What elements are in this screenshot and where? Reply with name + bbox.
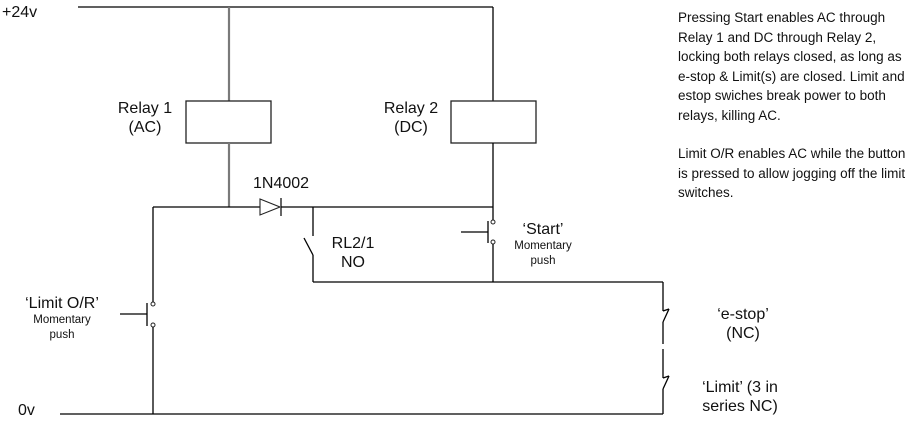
estop-type: (NC): [726, 325, 760, 342]
relay2-type: (DC): [394, 119, 428, 136]
limit-or-contact-bottom: [150, 322, 156, 328]
start-type: Momentary: [514, 240, 572, 252]
limit-or-type: Momentary: [33, 314, 91, 326]
relay2-name: Relay 2: [383, 100, 439, 117]
diode-label: 1N4002: [253, 175, 310, 192]
limit-type: series NC): [702, 398, 778, 415]
description-notes: Pressing Start enables AC through Relay …: [678, 8, 910, 222]
relay1-label: Relay 1 (AC): [108, 99, 182, 137]
estop-name: ‘e-stop’: [717, 306, 769, 323]
estop-label: ‘e-stop’ (NC): [703, 305, 783, 343]
relay1-name: Relay 1: [117, 100, 173, 117]
limit-nc-contact: [662, 375, 670, 390]
relay1-type: (AC): [128, 119, 162, 136]
rl2-contact-name: RL2/1: [331, 235, 375, 252]
limit-label: ‘Limit’ (3 in series NC): [690, 378, 790, 416]
description-note-2: Limit O/R enables AC while the button is…: [678, 146, 906, 200]
start-contact-bottom: [490, 239, 496, 245]
start-name: ‘Start’: [522, 221, 564, 238]
description-note-1: Pressing Start enables AC through Relay …: [678, 10, 905, 123]
limit-or-label: ‘Limit O/R’ Momentary push: [18, 294, 106, 343]
negative-rail-label: 0v: [18, 402, 35, 419]
rl2-contact-label: RL2/1 NO: [322, 234, 384, 272]
start-type2: push: [530, 255, 556, 267]
limit-or-type2: push: [49, 329, 75, 341]
rl2-contact-type: NO: [341, 254, 365, 271]
limit-or-name: ‘Limit O/R’: [25, 295, 99, 312]
limit-name: ‘Limit’ (3 in: [702, 379, 778, 396]
start-contact-top: [490, 219, 496, 225]
diode-symbol: [259, 198, 282, 216]
rl2-contact-blade: [303, 237, 314, 256]
relay1-coil: [185, 100, 272, 144]
start-label: ‘Start’ Momentary push: [503, 220, 583, 269]
relay2-label: Relay 2 (DC): [374, 99, 448, 137]
estop-nc-contact: [662, 308, 670, 323]
relay2-coil: [450, 100, 537, 144]
limit-or-contact-top: [150, 301, 156, 307]
positive-rail-label: +24v: [2, 4, 38, 21]
